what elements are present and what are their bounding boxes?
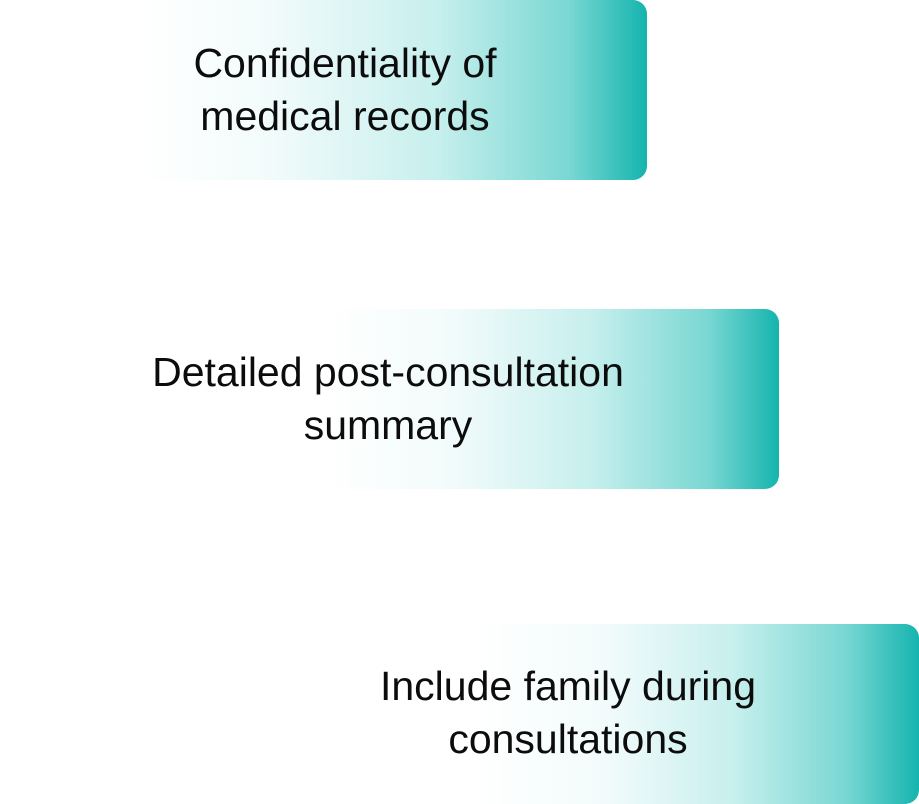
feature-label-line: Include family during <box>379 663 757 709</box>
feature-label-confidentiality: Confidentiality of medical records <box>140 37 550 143</box>
feature-label-line: summary <box>303 402 473 448</box>
feature-label-line: Confidentiality of <box>193 40 497 86</box>
feature-label-summary: Detailed post-consultation summary <box>88 346 688 452</box>
feature-card-confidentiality <box>0 0 647 180</box>
feature-label-line: Detailed post-consultation <box>152 349 624 395</box>
feature-label-family: Include family during consultations <box>328 660 808 766</box>
feature-card-family <box>0 624 919 804</box>
feature-card-summary <box>0 309 779 489</box>
feature-label-line: consultations <box>448 716 688 762</box>
feature-label-line: medical records <box>200 93 490 139</box>
